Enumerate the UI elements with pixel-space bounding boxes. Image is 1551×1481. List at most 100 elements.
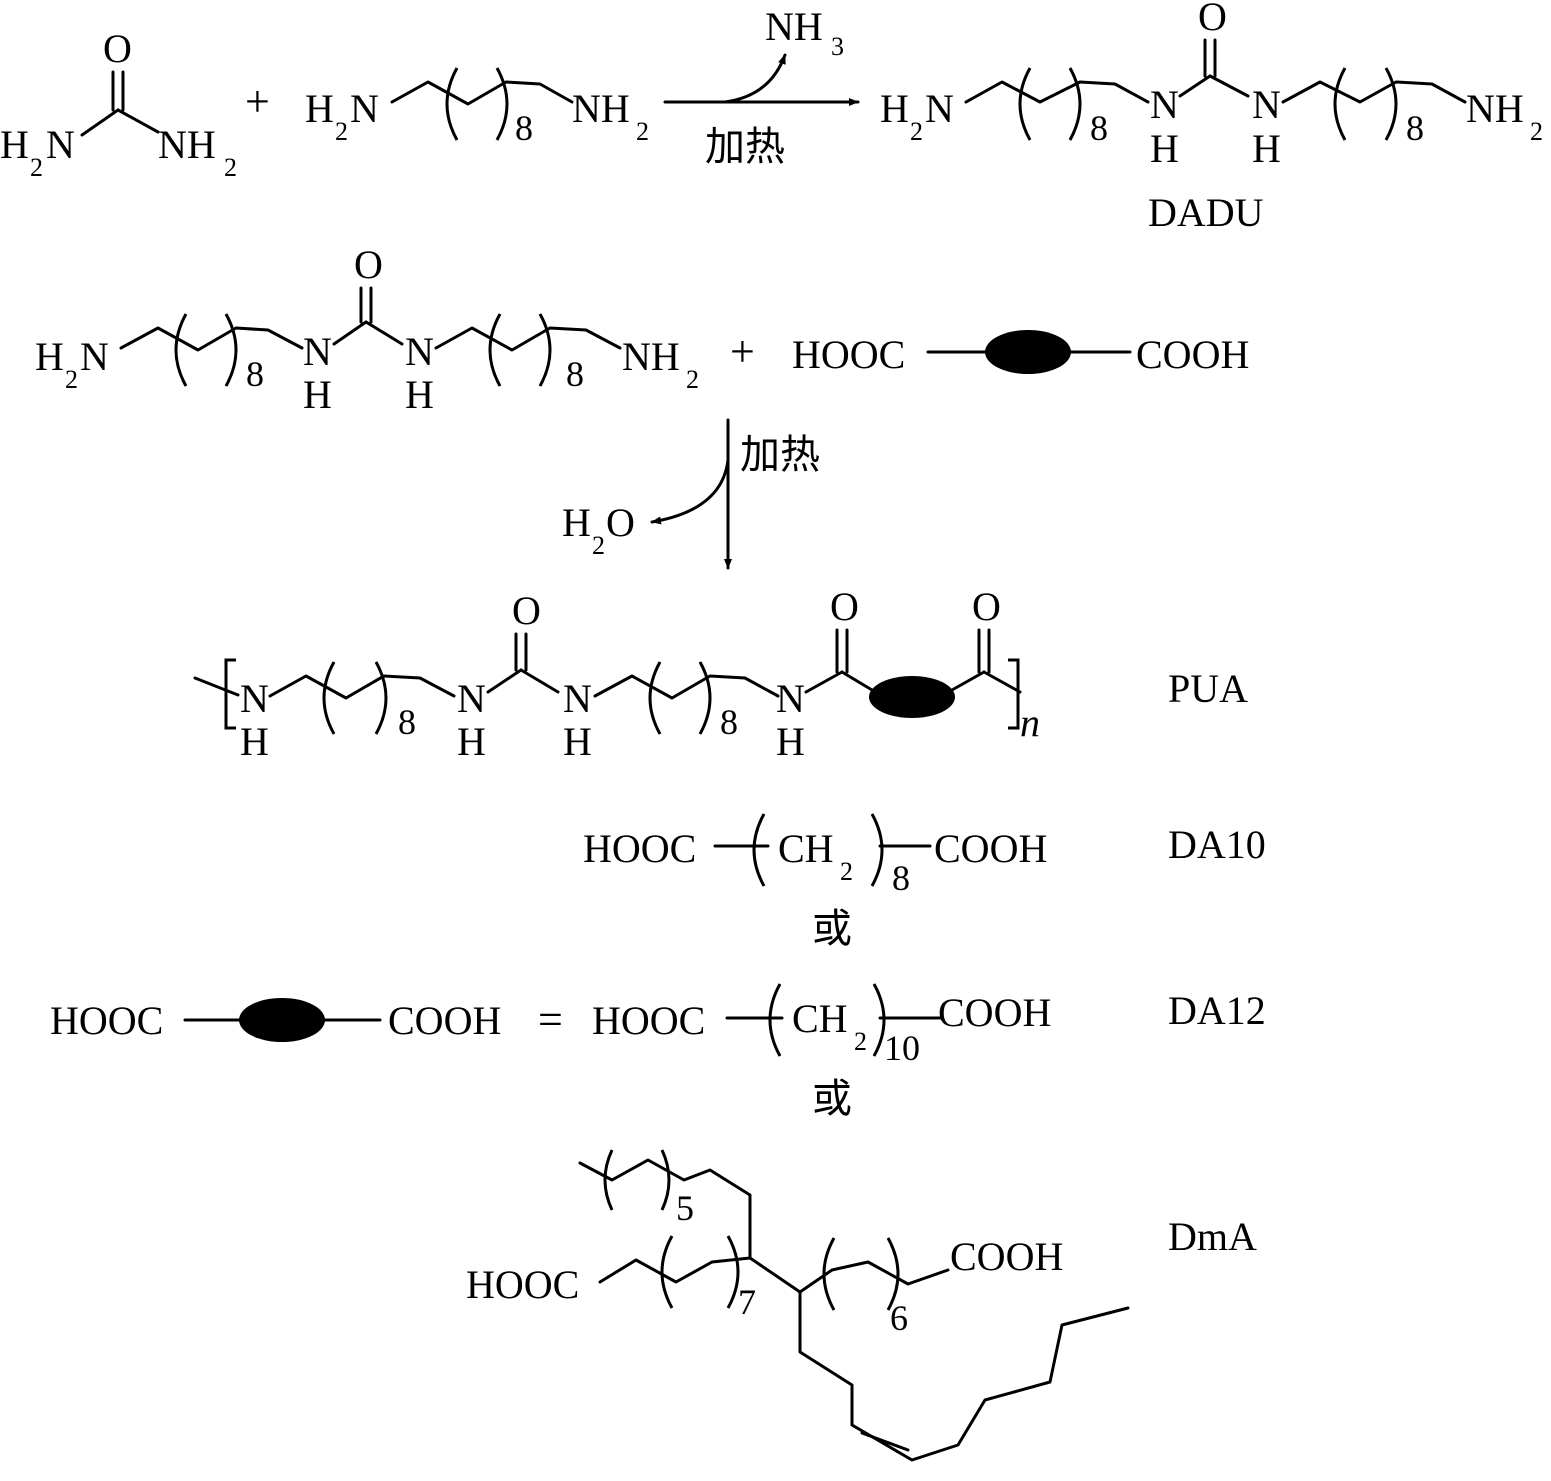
dadu2-paren-right-close <box>538 313 552 387</box>
urea-amine-left-sub: 2 <box>30 153 43 182</box>
dma-count-left: 7 <box>738 1282 756 1322</box>
reaction2-arrow-group: 加热 H 2 O <box>562 418 820 570</box>
pua-urea-oxygen: O <box>512 588 541 633</box>
dadu2-h2: H <box>405 372 434 417</box>
dadu-reactant-structure: H 2 N 8 N H O N H 8 NH 2 <box>35 242 699 417</box>
dadu-nc-bond-left <box>1178 74 1212 98</box>
da10-paren-open <box>752 813 766 887</box>
pua-bracket-left <box>224 658 236 730</box>
da10-ch: CH <box>778 826 834 871</box>
dadu2-n1: N <box>303 329 332 374</box>
urea-amine-right-nh: NH <box>158 122 216 167</box>
dadu2-paren-left-open <box>174 313 188 387</box>
pua-urea-bond-right <box>519 668 560 694</box>
dadu-paren-right-close <box>1384 67 1398 141</box>
da10-count: 8 <box>892 858 910 898</box>
dadu-oxygen: O <box>1198 0 1227 39</box>
dadu2-chain-left <box>119 326 304 352</box>
water-release-arrow <box>650 458 730 525</box>
dadu2-n: N <box>80 334 109 379</box>
diamine-n: N <box>350 86 379 131</box>
pua-amide-to-core <box>840 670 874 692</box>
dadu2-n2: N <box>405 329 434 374</box>
pua-bracket-right <box>1008 658 1020 730</box>
dadu-nh2: NH <box>1466 86 1524 131</box>
diacid-generic-structure: HOOC COOH <box>792 330 1249 377</box>
dadu-paren-left-close <box>1068 67 1082 141</box>
da10-label: DA10 <box>1168 822 1266 867</box>
diacid-right-group: COOH <box>1136 332 1249 377</box>
dadu-product-structure: H 2 N 8 N H O N H 8 NH 2 <box>880 0 1543 171</box>
dadu2-paren-right-open <box>488 313 502 387</box>
da12-symbol-left: HOOC <box>50 998 163 1043</box>
pua-label: PUA <box>1168 666 1248 711</box>
pua-repeat-n: n <box>1020 700 1040 745</box>
dadu-n2: N <box>1252 82 1281 127</box>
dadu-nh2-sub: 2 <box>1530 117 1543 146</box>
dadu-count-left: 8 <box>1090 108 1108 148</box>
water-h: H <box>562 500 591 545</box>
dma-paren-right-open <box>822 1237 836 1311</box>
pua-urea-bond-left <box>486 668 523 694</box>
reaction2-condition: 加热 <box>740 432 820 477</box>
diamine-paren-left <box>445 67 459 141</box>
da12-symbol-right: COOH <box>388 998 501 1043</box>
dadu2-h: H <box>35 334 64 379</box>
water-sub: 2 <box>592 531 605 560</box>
da12-count: 10 <box>884 1028 920 1068</box>
diamine-h: H <box>305 86 334 131</box>
dadu-count-right: 8 <box>1406 108 1424 148</box>
reaction1-arrow-group: NH 3 加热 <box>663 4 860 169</box>
dadu-label: DADU <box>1148 190 1264 235</box>
dadu2-nh2: NH <box>622 334 680 379</box>
da12-paren-close <box>872 983 886 1057</box>
dma-count-right: 6 <box>890 1298 908 1338</box>
da10-ch-sub: 2 <box>840 857 853 886</box>
water-o: O <box>606 500 635 545</box>
dadu-chain-left <box>964 80 1150 104</box>
ammonia-sub: 3 <box>831 32 844 61</box>
pua-n2: N <box>457 676 486 721</box>
pua-amide-oxygen-1: O <box>830 584 859 629</box>
dadu-paren-left-open <box>1018 67 1032 141</box>
dadu-n1: N <box>1150 82 1179 127</box>
diacid-left-group: HOOC <box>792 332 905 377</box>
pua-n4: N <box>776 676 805 721</box>
plus-sign-reaction1: + <box>245 77 270 126</box>
pua-n3: N <box>563 676 592 721</box>
dma-paren-left-open <box>660 1235 674 1309</box>
dma-label: DmA <box>1168 1214 1257 1259</box>
diamine-nh2: NH <box>572 86 630 131</box>
pua-core-to-amide <box>950 670 986 692</box>
dadu2-nc-bond-right <box>364 320 404 346</box>
pua-polymer-structure: N H 8 N H O N H 8 N H O O n <box>193 584 1040 764</box>
dadu-h1: H <box>1150 126 1179 171</box>
pua-count-2: 8 <box>720 702 738 742</box>
diacid-core-ellipse <box>985 330 1071 374</box>
da12-ch: CH <box>792 996 848 1041</box>
pua-h1: H <box>240 719 269 764</box>
da12-ch-sub: 2 <box>854 1027 867 1056</box>
dadu-h-sub: 2 <box>910 117 923 146</box>
dadu-paren-right-open <box>1333 67 1347 141</box>
dadu2-count-right: 8 <box>566 354 584 394</box>
urea-cn-bond-right <box>116 108 160 134</box>
pua-h3: H <box>563 719 592 764</box>
dadu2-nh2-sub: 2 <box>686 365 699 394</box>
pua-paren-1-open <box>322 661 336 735</box>
urea-structure: O H 2 N NH 2 <box>0 26 237 182</box>
da12-right-group: COOH <box>938 990 1051 1035</box>
dma-top-chain <box>578 1158 752 1260</box>
urea-amine-right-sub: 2 <box>224 153 237 182</box>
pua-h2: H <box>457 719 486 764</box>
plus-sign-reaction2: + <box>730 327 755 376</box>
da10-right-group: COOH <box>934 826 1047 871</box>
dadu2-nc-bond-left <box>332 320 368 346</box>
pua-chain-1 <box>268 674 456 700</box>
pua-paren-1-close <box>374 661 388 735</box>
dadu-h2: H <box>1252 126 1281 171</box>
da12-label: DA12 <box>1168 988 1266 1033</box>
dma-paren-left-close <box>726 1235 740 1309</box>
dadu-n: N <box>925 86 954 131</box>
